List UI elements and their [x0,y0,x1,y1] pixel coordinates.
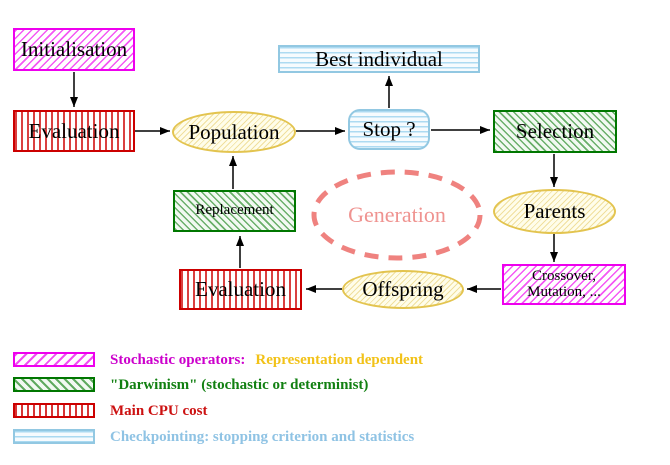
legend-text-checkpointing: Checkpointing: stopping criterion and st… [110,429,415,445]
legend-row-darwinism: "Darwinism" (stochastic or determinist) [110,376,368,394]
node-initialisation: Initialisation [13,28,135,71]
node-best-individual: Best individual [278,45,480,73]
node-crossover-mutation: Crossover, Mutation, ... [502,264,626,305]
node-population-label: Population [188,119,280,144]
legend-swatch-darwinism [13,377,95,392]
node-parents-label: Parents [523,199,586,224]
legend-swatch-checkpointing [13,429,95,444]
node-best-individual-label: Best individual [315,46,443,71]
node-offspring: Offspring [342,270,464,309]
node-initialisation-label: Initialisation [20,37,128,62]
node-offspring-label: Offspring [362,277,444,302]
node-parents: Parents [493,189,616,234]
generation-label: Generation [348,202,446,227]
node-population: Population [172,111,296,153]
legend-swatch-stochastic-operators [13,352,95,367]
node-evaluation-bottom-label: Evaluation [195,277,286,302]
legend-text-representation-dependent: Representation dependent [255,352,424,368]
generation-dashed-ellipse [311,169,483,261]
legend-row-stochastic-operators: Stochastic operators: Representation depe… [110,351,423,369]
node-replacement: Replacement [173,190,296,232]
node-stop: Stop ? [348,109,430,150]
legend-text-stochastic-operators: Stochastic operators: [110,352,246,368]
node-evaluation-bottom: Evaluation [179,269,302,310]
node-replacement-label: Replacement [195,202,274,219]
legend-row-checkpointing: Checkpointing: stopping criterion and st… [110,428,414,446]
node-crossover-line1: Crossover, [532,267,596,284]
node-selection-label: Selection [515,119,595,144]
node-evaluation-top: Evaluation [13,110,135,152]
legend-row-main-cpu-cost: Main CPU cost [110,402,208,420]
node-selection: Selection [493,110,617,153]
node-evaluation-top-label: Evaluation [28,118,120,143]
legend-swatch-main-cpu-cost [13,403,95,418]
legend-text-main-cpu-cost: Main CPU cost [110,403,208,419]
legend-text-darwinism: "Darwinism" (stochastic or determinist) [110,377,369,393]
node-crossover-line2: Mutation, ... [527,283,601,300]
node-stop-label: Stop ? [362,117,416,142]
